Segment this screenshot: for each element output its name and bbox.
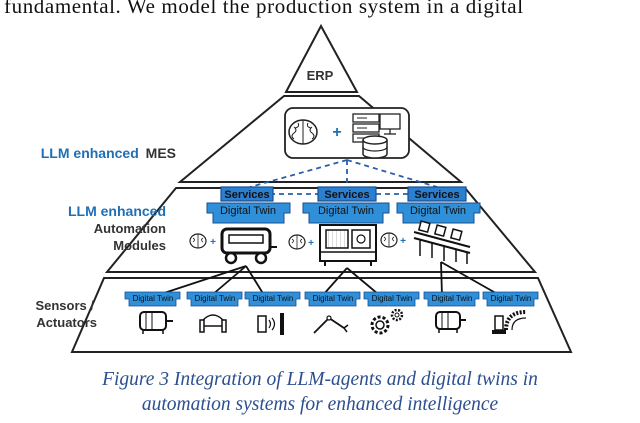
sensor-twin-4: Digital Twin <box>304 291 361 334</box>
brain-icon <box>288 234 306 250</box>
module-plus-sign: + <box>308 238 314 249</box>
digital-twin-label: Digital Twin <box>253 294 294 303</box>
automation-module-2: Services Digital Twin + <box>288 186 390 266</box>
digital-twin-tab <box>124 291 181 307</box>
brain-icon <box>380 232 398 248</box>
services-label: Services <box>324 189 369 201</box>
automation-label-line3: Modules <box>113 238 166 253</box>
robot-arm-icon <box>313 315 349 334</box>
automation-module-1: Services Digital Twin + <box>189 186 291 265</box>
figure-caption-line1: Figure 3 Integration of LLM-agents and d… <box>102 369 538 390</box>
sensor-twin-1: Digital Twin <box>124 291 181 334</box>
digital-twin-label: Digital Twin <box>491 294 532 303</box>
machine-tool-icon <box>319 224 377 266</box>
automation-label-line1: LLM enhanced <box>68 203 166 219</box>
pneumatic-actuator-icon <box>492 310 527 334</box>
digital-twin-tab <box>363 291 420 307</box>
sensors-label-line2: Actuators <box>36 315 97 330</box>
mes-level-label-suffix: MES <box>146 145 176 161</box>
mes-level-label: LLM enhanced MES <box>41 145 176 161</box>
digital-twin-label: Digital Twin <box>313 294 354 303</box>
digital-twin-tab <box>186 291 243 307</box>
mes-box: + <box>284 107 410 159</box>
erp-label: ERP <box>307 68 334 83</box>
services-box <box>220 186 274 202</box>
digital-twin-tab <box>423 291 480 307</box>
digital-twin-label: Digital Twin <box>432 294 473 303</box>
digital-twin-label: Digital Twin <box>133 294 174 303</box>
mes-plus-sign: + <box>332 124 341 141</box>
proximity-sensor-icon <box>257 313 284 335</box>
digital-twin-label: Digital Twin <box>195 294 236 303</box>
services-label: Services <box>414 189 459 201</box>
services-box <box>407 186 467 202</box>
services-label: Services <box>224 189 269 201</box>
digital-twin-label: Digital Twin <box>372 294 413 303</box>
monitor-icon <box>379 113 401 135</box>
mes-level-label-prefix: LLM enhanced <box>41 145 139 161</box>
agv-robot-icon <box>220 227 277 265</box>
digital-twin-tab <box>302 202 390 224</box>
sensor-twin-3: Digital Twin <box>244 291 301 335</box>
digital-twin-label: Digital Twin <box>410 205 466 217</box>
digital-twin-label: Digital Twin <box>220 205 276 217</box>
motor-icon <box>139 311 173 334</box>
automation-module-3: Services Digital Twin + <box>380 186 481 264</box>
pyramid-layer-erp <box>284 23 359 93</box>
motor-icon <box>435 311 466 333</box>
digital-twin-tab <box>206 202 291 224</box>
top-text-line: fundamental. We model the production sys… <box>4 0 524 18</box>
mes-service-connectors <box>249 159 438 195</box>
sensor-twin-6: Digital Twin <box>423 291 480 333</box>
digital-twin-tab <box>244 291 301 307</box>
sensor-twin-2: Digital Twin <box>186 291 243 333</box>
sensor-twin-5: Digital Twin <box>363 291 420 335</box>
digital-twin-tab <box>396 202 481 224</box>
services-box <box>317 186 377 202</box>
conveyor-belt-icon <box>413 220 471 264</box>
sensor-twin-7: Digital Twin <box>482 291 539 334</box>
automation-label-line2: Automation <box>94 221 166 236</box>
database-icon <box>362 135 388 159</box>
axle-sensor-icon <box>199 314 227 333</box>
gear-icon <box>370 308 404 335</box>
brain-icon <box>288 119 318 145</box>
module-plus-sign: + <box>400 236 406 247</box>
digital-twin-label: Digital Twin <box>318 205 374 217</box>
sensors-label-line1: Sensors / <box>35 298 94 313</box>
brain-icon <box>189 233 207 249</box>
top-text: fundamental. We model the production sys… <box>0 0 640 36</box>
figure-caption-line2: automation systems for enhanced intellig… <box>141 394 499 415</box>
module-plus-sign: + <box>210 237 216 248</box>
digital-twin-tab <box>304 291 361 307</box>
digital-twin-tab <box>482 291 539 307</box>
